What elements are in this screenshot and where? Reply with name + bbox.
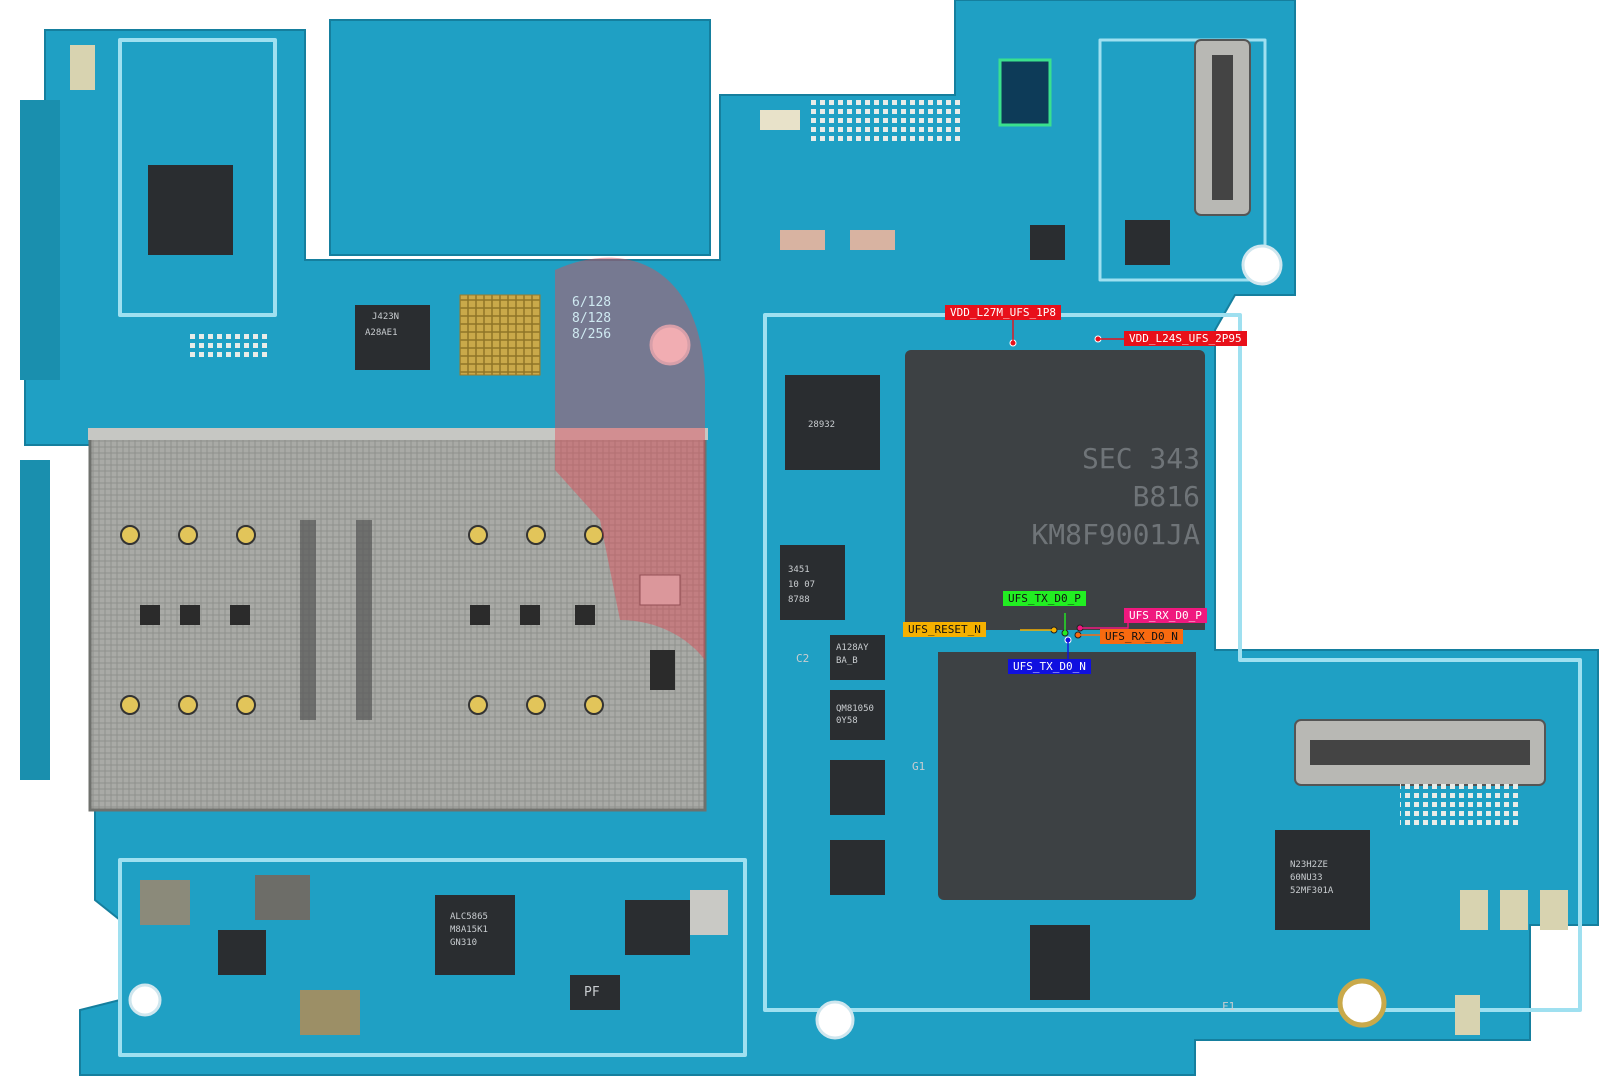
chip-mark: QM81050 [836, 704, 874, 714]
net-label-ufs-tx-d0-n: UFS_TX_D0_N [1008, 659, 1091, 674]
chip-mark: A28AE1 [365, 328, 398, 338]
chip-mark: A128AY [836, 643, 869, 653]
chip-line-1: SEC 343 [1081, 442, 1200, 475]
net-label-ufs-rx-d0-p: UFS_RX_D0_P [1124, 608, 1207, 623]
memory-size-box [459, 294, 541, 376]
memory-size-legend: 6/128 8/128 8/256 [572, 295, 611, 343]
chip-mark: 28932 [808, 420, 836, 430]
chip-mark: ALC5865 [450, 912, 488, 922]
chip-mark: 0Y58 [836, 716, 858, 726]
net-label-ufs-rx-d0-n: UFS_RX_D0_N [1100, 629, 1183, 644]
sensor-module [998, 58, 1052, 127]
legend-row: 6/128 [572, 295, 612, 310]
chip-mark: J423N [372, 312, 400, 322]
net-label-ufs-tx-d0-p: UFS_TX_D0_P [1003, 591, 1086, 606]
chip-mark: 3451 [788, 565, 810, 575]
chip-mark: PF [584, 985, 600, 1000]
passive-components [70, 45, 1568, 1035]
chip-mark: 60NU33 [1290, 873, 1323, 883]
net-label-ufs-reset-n: UFS_RESET_N [903, 622, 986, 637]
legend-row: 8/128 [572, 311, 612, 326]
watermark-logo [555, 257, 705, 660]
chip-mark: GN310 [450, 938, 478, 948]
chip-mark: 52MF301A [1290, 886, 1334, 896]
ic-chips [148, 165, 1370, 1010]
chip-mark: G1 [912, 760, 926, 773]
board-connectors [1194, 39, 1546, 786]
chip-line-3: KM8F9001JA [1031, 518, 1200, 551]
ufs-chip-marking: SEC 343 B816 KM8F9001JA [970, 440, 1200, 554]
chip-mark: F1 [1222, 1000, 1236, 1013]
chip-line-2: B816 [1132, 480, 1200, 513]
leader-lines [1012, 320, 1129, 660]
net-label-vdd-l24s-ufs-2p95: VDD_L24S_UFS_2P95 [1124, 331, 1247, 346]
chip-mark: BA_B [836, 656, 858, 666]
chip-mark: 8788 [788, 595, 810, 605]
chip-mark: M8A15K1 [450, 925, 488, 935]
ufs-memory-chip [900, 350, 1210, 900]
chip-mark: N23H2ZE [1290, 860, 1328, 870]
mounting-holes [128, 244, 1387, 1040]
chip-mark: 10 07 [788, 580, 816, 590]
chip-mark: C2 [796, 652, 810, 665]
net-label-vdd-l27m-ufs-1p8: VDD_L27M_UFS_1P8 [945, 305, 1061, 320]
sim-card-connector [88, 428, 708, 812]
legend-row: 8/256 [572, 327, 612, 342]
